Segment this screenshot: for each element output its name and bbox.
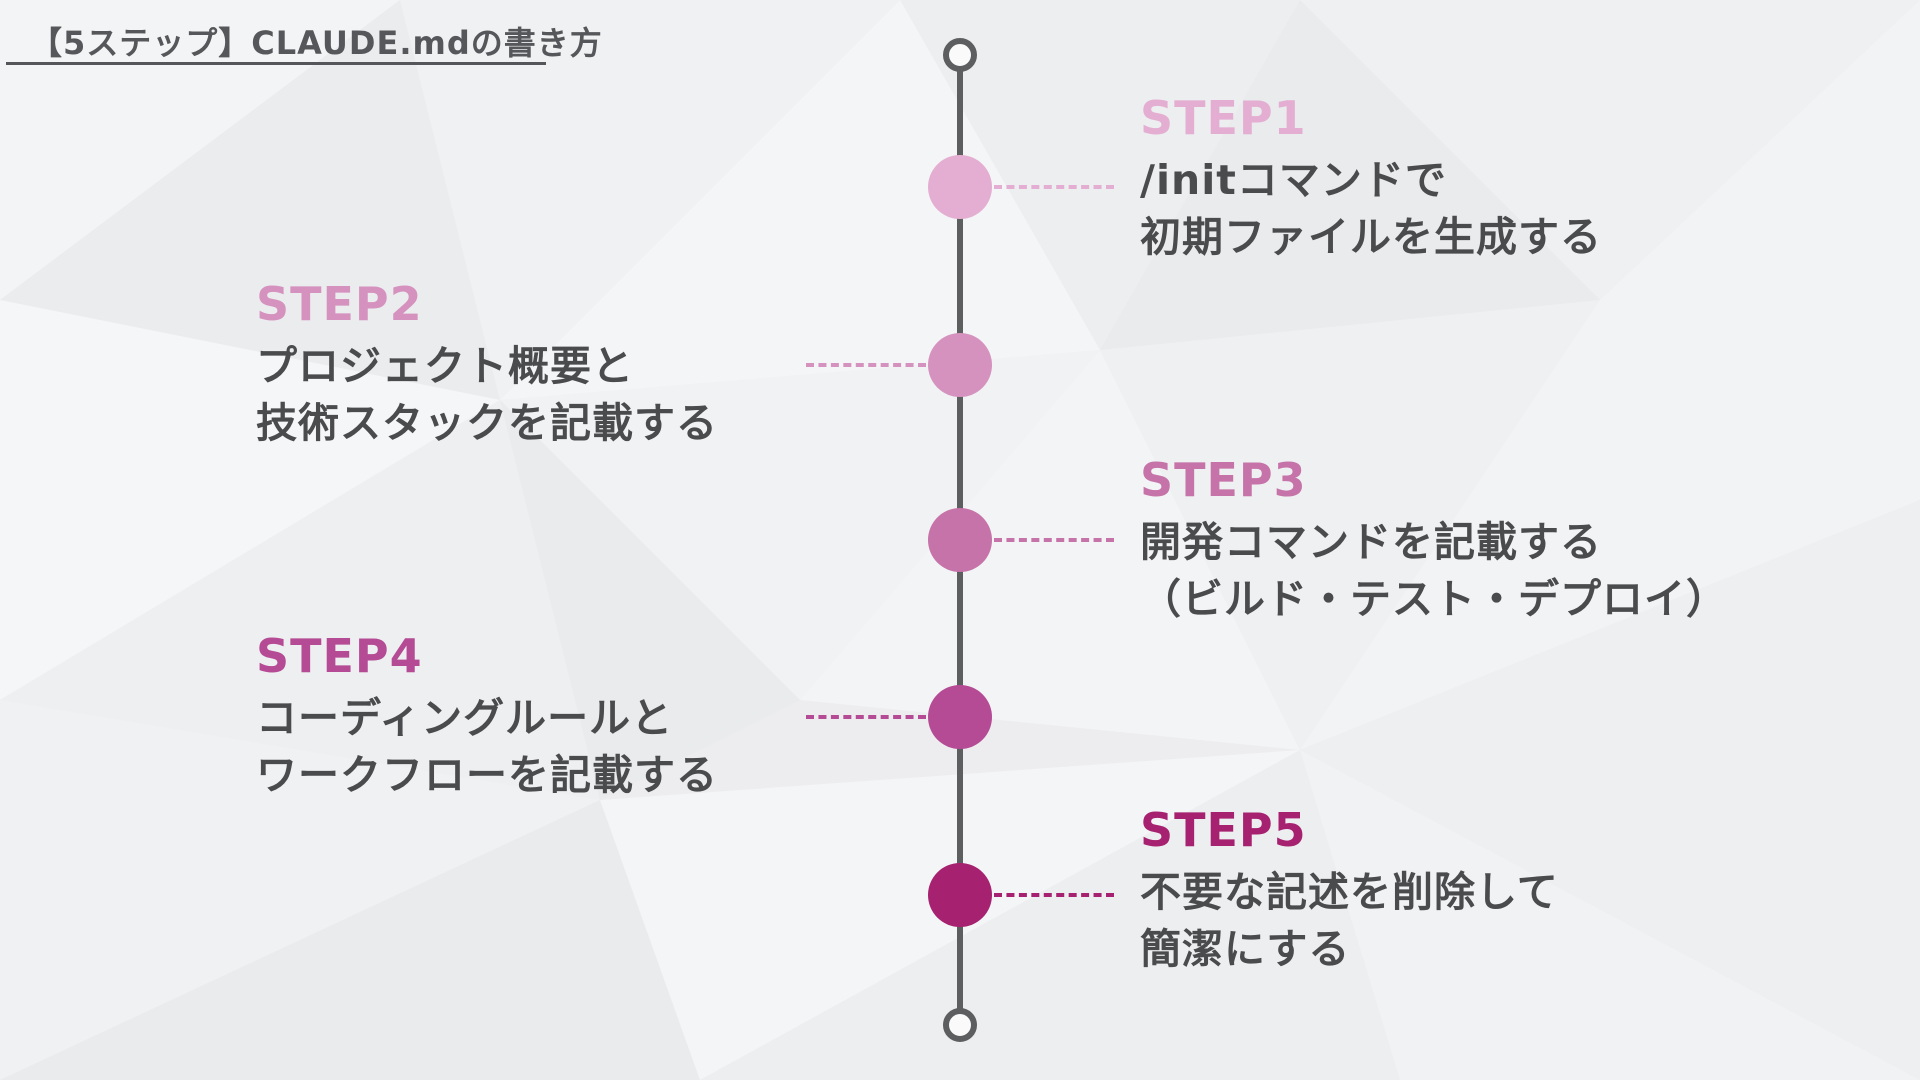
step2-connector (806, 363, 926, 367)
step2-dot-icon (928, 333, 992, 397)
step3-text-line1: 開発コマンドを記載する (1140, 518, 1602, 566)
timeline-start-circle-icon (943, 38, 977, 72)
step1-text-line1: /initコマンドで (1140, 156, 1447, 204)
step1-dot-icon (928, 155, 992, 219)
step4-text-line1: コーディングルールと (256, 694, 674, 742)
step5-connector (994, 893, 1114, 897)
step1-label: STEP1 (1140, 91, 1307, 145)
step2-block: STEP2 プロジェクト概要と 技術スタックを記載する (256, 276, 718, 452)
step1-text-line2: 初期ファイルを生成する (1140, 213, 1602, 261)
step4-block: STEP4 コーディングルールと ワークフローを記載する (256, 628, 718, 804)
step2-text-line2: 技術スタックを記載する (256, 399, 718, 447)
step2-text-line1: プロジェクト概要と (256, 342, 634, 390)
step3-connector (994, 538, 1114, 542)
step5-dot-icon (928, 863, 992, 927)
step4-connector (806, 715, 926, 719)
step1-connector (994, 185, 1114, 189)
step3-block: STEP3 開発コマンドを記載する （ビルド・テスト・デプロイ） (1140, 452, 1728, 628)
step3-text-line2: （ビルド・テスト・デプロイ） (1140, 575, 1728, 623)
step5-block: STEP5 不要な記述を削除して 簡潔にする (1140, 802, 1559, 978)
title-underline (6, 62, 546, 65)
step4-label: STEP4 (256, 629, 423, 683)
step1-block: STEP1 /initコマンドで 初期ファイルを生成する (1140, 90, 1602, 266)
step5-text-line2: 簡潔にする (1140, 925, 1351, 973)
step5-text-line1: 不要な記述を削除して (1140, 868, 1559, 916)
step3-dot-icon (928, 508, 992, 572)
page-title: 【5ステップ】CLAUDE.mdの書き方 (30, 24, 603, 62)
step2-label: STEP2 (256, 277, 423, 331)
step4-dot-icon (928, 685, 992, 749)
step3-label: STEP3 (1140, 453, 1307, 507)
step5-label: STEP5 (1140, 803, 1307, 857)
step4-text-line2: ワークフローを記載する (256, 751, 718, 799)
timeline-end-circle-icon (943, 1008, 977, 1042)
